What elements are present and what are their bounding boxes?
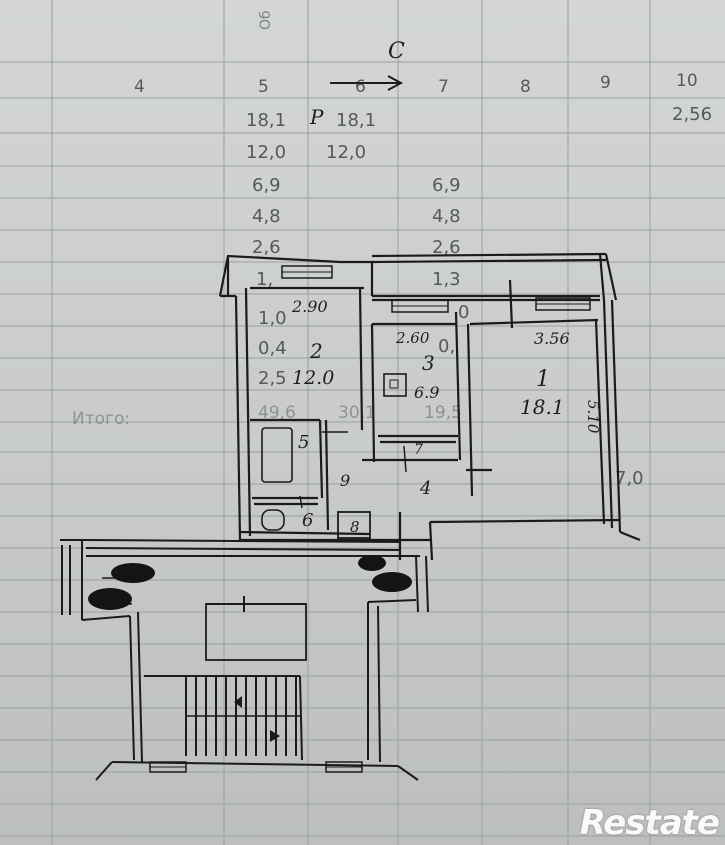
total-value: 49,6	[258, 403, 296, 423]
room-5-number: 5	[298, 432, 309, 453]
room-2-area: 12.0	[292, 367, 334, 389]
room-3-width: 2.60	[395, 329, 430, 347]
stair-arrow-icon	[234, 696, 242, 708]
table-cell: 6,9	[432, 175, 461, 196]
total-value: 30,1	[338, 403, 376, 423]
table-cell: 0,	[438, 336, 455, 357]
room-3-number: 3	[422, 351, 435, 375]
col-number: 8	[520, 77, 531, 97]
table-cell: 18,1	[246, 110, 286, 131]
col-number: 4	[134, 77, 145, 97]
col-number: 7	[438, 77, 449, 97]
table-cell: 4,8	[432, 206, 461, 227]
redaction-marks	[88, 555, 412, 610]
table-header-fragment: Об	[258, 10, 274, 30]
room-4-number: 4	[419, 478, 431, 499]
room-1-number: 1	[536, 367, 550, 392]
table-cell: 12,0	[246, 142, 286, 163]
table-cell: 2,6	[252, 237, 281, 258]
col-number: 10	[676, 71, 698, 91]
table-cell: 1,	[256, 269, 273, 290]
room-2-number: 2	[309, 339, 323, 363]
col-number: 5	[258, 77, 269, 97]
table-cell: 6,9	[252, 175, 281, 196]
bathtub-icon	[261, 427, 293, 483]
sink-icon	[383, 373, 407, 397]
room-3-area: 6.9	[414, 383, 439, 402]
total-value: 19,5	[424, 403, 462, 423]
room-6-number: 6	[302, 510, 313, 531]
table-cell: 18,1	[336, 110, 376, 131]
room-8-number: 8	[350, 518, 360, 536]
table-cell: 12,0	[326, 142, 366, 163]
room-7-number: 7	[414, 442, 423, 458]
room-2-width: 2.90	[291, 297, 328, 316]
room-1-length: 5.10	[584, 400, 602, 434]
table-cell: 2,6	[432, 237, 461, 258]
room-1-width: 3.56	[534, 329, 570, 348]
compass-ref-label: Р	[309, 105, 324, 129]
table-cell: 0,4	[258, 338, 287, 359]
toilet-icon	[261, 509, 285, 531]
total-label: Итого:	[72, 409, 130, 429]
room-9-number: 9	[340, 471, 350, 490]
table-cell: 2,5	[258, 368, 287, 389]
col-number: 6	[355, 77, 366, 97]
room-1-area: 18.1	[520, 395, 565, 419]
compass: С Р	[309, 39, 405, 129]
table-cell: 1,3	[432, 269, 461, 290]
compass-north-label: С	[388, 39, 405, 64]
col-number: 9	[600, 73, 611, 93]
table-cell: 7,0	[615, 468, 644, 489]
apartment-walls	[218, 252, 641, 561]
room-labels: 2.90 2 12.0 2.60 3 6.9 3.56 1 18.1 5.10 …	[291, 297, 602, 536]
stair-arrow-icon	[270, 730, 280, 742]
table-cell: 0	[458, 302, 469, 323]
watermark-logo: Restate	[579, 803, 720, 843]
table-cell: 4,8	[252, 206, 281, 227]
table-cell: 1,0	[258, 308, 287, 329]
table-cell: 2,56	[672, 104, 712, 125]
area-table: Об 4 5 6 7 8 9 10 18,1 18,1 2,56 12,0 12…	[72, 10, 712, 489]
